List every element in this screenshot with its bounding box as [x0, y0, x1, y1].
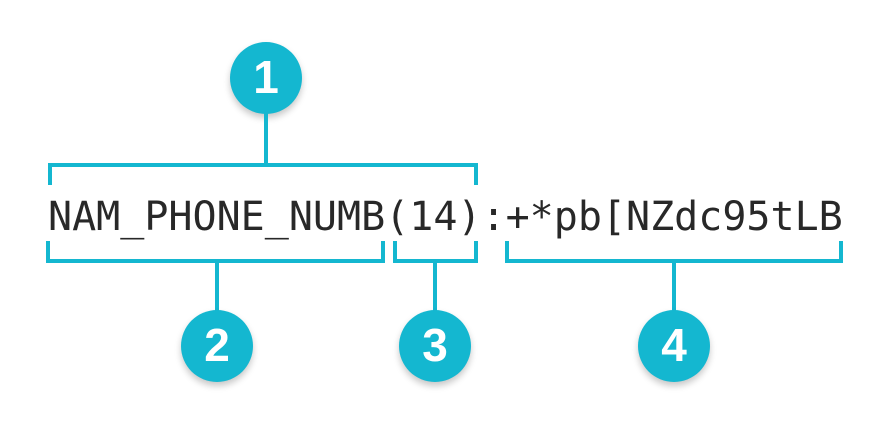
- callout-1-number: 1: [253, 51, 279, 103]
- callout-2-badge: 2: [181, 310, 253, 382]
- callout-2-number: 2: [204, 319, 230, 371]
- callout-3-connector-line: [433, 261, 437, 312]
- bracket-length: [393, 241, 478, 263]
- bracket-name-and-length: [48, 163, 478, 185]
- callout-3-number: 3: [422, 319, 448, 371]
- token-separator: :: [481, 194, 506, 240]
- callout-3-badge: 3: [399, 310, 471, 382]
- token-string: NAM_PHONE_NUMB(14):+*pb[NZdc95tLB: [48, 194, 843, 240]
- callout-4-number: 4: [661, 319, 687, 371]
- callout-1-connector-line: [264, 110, 268, 165]
- callout-4-badge: 4: [638, 310, 710, 382]
- callout-2-connector-line: [215, 261, 219, 312]
- callout-1-badge: 1: [230, 42, 302, 114]
- token-name-segment: NAM_PHONE_NUMB: [48, 194, 386, 240]
- token-value-segment: +*pb[NZdc95tLB: [505, 194, 843, 240]
- bracket-value: [505, 241, 843, 263]
- bracket-name: [46, 241, 385, 263]
- token-length-segment: (14): [385, 194, 482, 240]
- callout-4-connector-line: [672, 261, 676, 312]
